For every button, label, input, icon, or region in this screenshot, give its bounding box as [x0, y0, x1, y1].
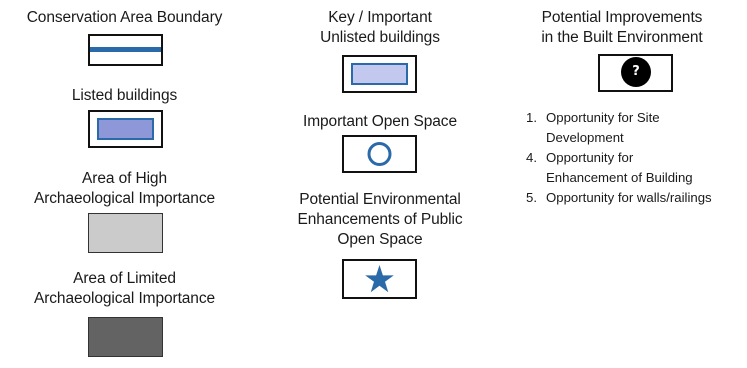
open-space-label: Important Open Space [303, 113, 457, 130]
limited-archaeology-symbol [88, 317, 163, 357]
key-unlisted-symbol [342, 55, 417, 93]
list-item-line1: Opportunity for [546, 150, 634, 165]
improvements-symbol: ? [598, 54, 673, 92]
list-item-number: 5. [526, 190, 537, 205]
env-enhancements-label-line1: Potential Environmental [299, 191, 461, 208]
boundary-line [90, 47, 161, 52]
question-marker-icon: ? [621, 57, 651, 87]
list-item-line1: Opportunity for walls/railings [546, 190, 712, 205]
list-item-number: 4. [526, 150, 537, 165]
limited-archaeology-label: Area of Limited Archaeological Importanc… [0, 269, 249, 309]
open-space-symbol [342, 135, 417, 173]
env-enhancements-label: Potential Environmental Enhancements of … [262, 190, 498, 250]
list-item-line2: Enhancement of Building [546, 170, 693, 185]
high-archaeology-symbol [88, 213, 163, 253]
limited-archaeology-label-line2: Archaeological Importance [33, 290, 216, 307]
limited-archaeology-label-line1: Area of Limited [73, 270, 176, 287]
list-item: 4. Opportunity for Enhancement of Buildi… [526, 148, 747, 188]
env-enhancements-label-line2: Enhancements of Public [297, 211, 463, 228]
key-unlisted-label-line2: Unlisted buildings [320, 29, 440, 46]
list-item-line1: Opportunity for Site [546, 110, 660, 125]
listed-buildings-symbol [88, 110, 163, 148]
key-unlisted-swatch [351, 63, 408, 85]
conservation-boundary-label: Conservation Area Boundary [26, 9, 223, 26]
list-item: 5. Opportunity for walls/railings [526, 188, 747, 208]
key-unlisted-label-line1: Key / Important [328, 9, 432, 26]
high-archaeology-label-line2: Archaeological Importance [33, 190, 216, 207]
list-item: 1. Opportunity for Site Development [526, 108, 747, 148]
improvements-title-line2: in the Built Environment [541, 29, 703, 46]
high-archaeology-label: Area of High Archaeological Importance [0, 169, 249, 209]
env-enhancements-symbol [342, 259, 417, 299]
key-unlisted-label: Key / Important Unlisted buildings [280, 8, 480, 48]
listed-buildings-label: Listed buildings [71, 87, 178, 104]
open-space-circle [367, 142, 392, 166]
improvements-title: Potential Improvements in the Built Envi… [512, 8, 732, 48]
list-item-line2: Development [546, 130, 624, 145]
high-archaeology-label-line1: Area of High [82, 170, 167, 187]
improvements-title-line1: Potential Improvements [541, 9, 703, 26]
conservation-boundary-symbol [88, 34, 163, 66]
star-icon [365, 265, 394, 293]
listed-buildings-swatch [97, 118, 154, 140]
env-enhancements-label-line3: Open Space [337, 231, 423, 248]
list-item-number: 1. [526, 110, 537, 125]
improvements-list: 1. Opportunity for Site Development 4. O… [526, 108, 747, 208]
